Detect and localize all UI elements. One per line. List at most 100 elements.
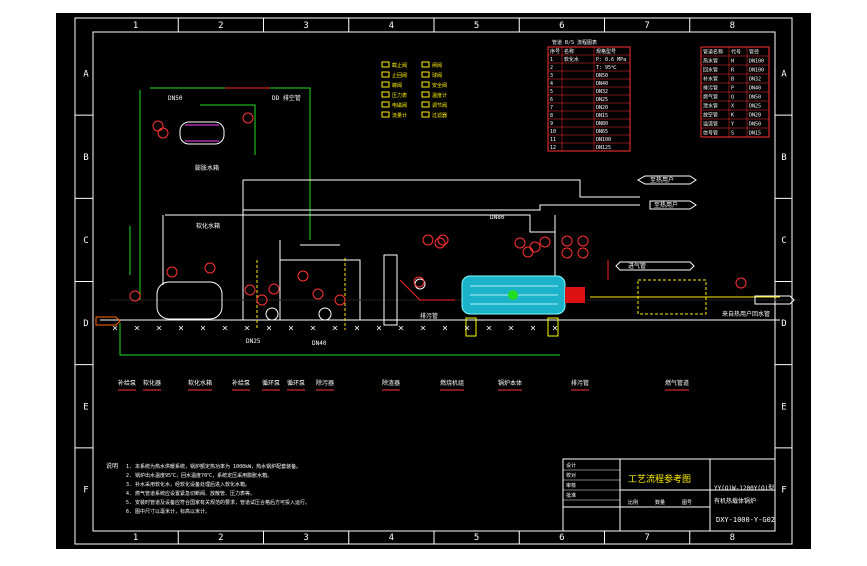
title-block-row-label: 批准 — [566, 492, 576, 499]
legend-symbol-icon — [381, 101, 390, 108]
boiler-foot-right — [547, 317, 559, 337]
pipe-table-cell: DN100 — [749, 59, 764, 65]
support-cross-icon — [530, 325, 536, 331]
column-marker-top: 7 — [644, 21, 649, 31]
pipe-table-cell: 回水管 — [703, 67, 718, 74]
label-bottom-pipe: 排污管 — [420, 312, 438, 320]
parts-table-cell: DN100 — [596, 137, 611, 143]
legend-label: 止回阀 — [392, 72, 407, 79]
label-gas-inlet: 进气管 — [628, 262, 646, 270]
pipe-table-cell: K — [731, 113, 734, 119]
pipe-table-cell: 排污管 — [703, 85, 718, 92]
gas-inlet-arrow — [615, 261, 695, 271]
pressure-gauge-icon — [268, 283, 280, 295]
column-marker-top: 6 — [559, 21, 564, 31]
legend-symbol-icon — [381, 71, 390, 78]
notes-block: 说明 1. 本系统为热水供暖系统，锅炉额定热功率为 1000kW，热水锅炉配套装… — [106, 462, 310, 515]
label-dn80: DN80 — [490, 214, 505, 221]
column-marker-top: 8 — [730, 21, 735, 31]
support-cross-icon — [442, 325, 448, 331]
pipe-supports — [112, 325, 558, 331]
row-marker-left: C — [83, 236, 88, 246]
parts-table-title: 管道 B/S 流程图表 — [552, 39, 597, 46]
parts-table-cell: 名称 — [564, 48, 574, 55]
hot-water-supply — [243, 179, 640, 198]
column-marker-bottom: 2 — [218, 533, 223, 543]
notes-title: 说明 — [106, 462, 118, 470]
equipment-label: 除污器 — [316, 379, 334, 387]
support-cross-icon — [420, 325, 426, 331]
circulation-pump-1 — [318, 307, 332, 321]
notes-line: 1. 本系统为热水供暖系统，锅炉额定热功率为 1000kW，热水锅炉配套装备。 — [126, 463, 301, 470]
parts-table-cell: 1 — [550, 57, 553, 63]
parts-table-frame — [547, 46, 631, 152]
column-marker-top: 1 — [133, 21, 138, 31]
equipment-label: 燃气管道 — [665, 379, 689, 387]
column-marker-bottom: 6 — [559, 533, 564, 543]
pressure-gauge-icon — [334, 294, 346, 306]
support-cross-icon — [310, 325, 316, 331]
parts-table-cell: DN65 — [596, 129, 608, 135]
legend-label: 压力表 — [392, 92, 407, 99]
parts-table-cell: P: 0.6 MPa — [596, 57, 626, 63]
legend-label: 截止阀 — [392, 62, 407, 69]
label-dn50: DN50 — [168, 95, 183, 102]
pressure-gauge-icon — [437, 234, 449, 246]
row-marker-left: D — [83, 319, 88, 329]
softened-water-tank-body — [156, 281, 223, 320]
support-cross-icon — [134, 325, 140, 331]
pipe-table-cell: R — [731, 68, 735, 74]
label-to-user-1: 至热用户 — [650, 176, 674, 184]
title-block: 工艺流程参考图 YY(Q)W-1200Y(Q)型 有机热载体锅炉 DXY-100… — [562, 458, 776, 532]
parts-table-cell: T: 95℃ — [596, 65, 617, 71]
pressure-gauge-icon — [514, 237, 526, 249]
pressure-gauge-icon — [312, 288, 324, 300]
pipe-table-cell: DN15 — [749, 131, 761, 137]
support-cross-icon — [156, 325, 162, 331]
parts-table-cell: DN40 — [596, 81, 608, 87]
pressure-gauge-icon — [297, 270, 309, 282]
pressure-gauge-icon — [561, 247, 573, 259]
parts-table-cell: DN125 — [596, 145, 611, 151]
pressure-gauge-icon — [129, 290, 141, 302]
equipment-label: 循环泵 — [287, 379, 305, 387]
to-user-arrow-1 — [636, 175, 697, 185]
pipe-table-cell: 代号 — [731, 49, 741, 56]
row-marker-left: B — [83, 153, 88, 163]
legend-label: 电磁阀 — [392, 102, 407, 109]
support-cross-icon — [332, 325, 338, 331]
title-block-col-label: 比例 — [628, 499, 638, 506]
legend-symbol-icon — [381, 111, 390, 118]
support-cross-icon — [486, 325, 492, 331]
legend-label: 安全阀 — [432, 82, 447, 89]
drawing-background — [56, 13, 811, 549]
label-softened-tank: 软化水箱 — [196, 222, 220, 230]
support-cross-icon — [178, 325, 184, 331]
instrument-gauges — [129, 112, 747, 306]
parts-table-cell: 3 — [550, 73, 553, 79]
parts-table-cell: DN50 — [596, 73, 608, 79]
title-block-row-label: 校对 — [566, 472, 576, 479]
column-marker-bottom: 5 — [474, 533, 479, 543]
row-marker-right: D — [781, 319, 786, 329]
legend-symbol-icon — [421, 81, 430, 88]
legend-label: 闸阀 — [432, 62, 442, 69]
to-user-arrow-2 — [649, 200, 697, 210]
legend-label: 蝶阀 — [392, 82, 402, 89]
pressure-gauge-icon — [561, 235, 573, 247]
parts-table-cell: 4 — [550, 81, 553, 87]
pressure-gauge-icon — [256, 294, 268, 306]
row-marker-right: F — [781, 485, 786, 495]
equipment-label: 软化器 — [143, 379, 161, 387]
label-vent: DD 排空管 — [272, 94, 301, 102]
pressure-gauge-icon — [204, 262, 216, 274]
parts-table-cell: 10 — [550, 129, 556, 135]
label-dn25: DN25 — [246, 338, 261, 345]
pressure-gauge-icon — [157, 127, 169, 139]
drawing-model: YY(Q)W-1200Y(Q)型 — [714, 484, 774, 492]
pipe-table-cell: DN20 — [749, 113, 761, 119]
pipe-table-cell: B — [731, 77, 734, 83]
